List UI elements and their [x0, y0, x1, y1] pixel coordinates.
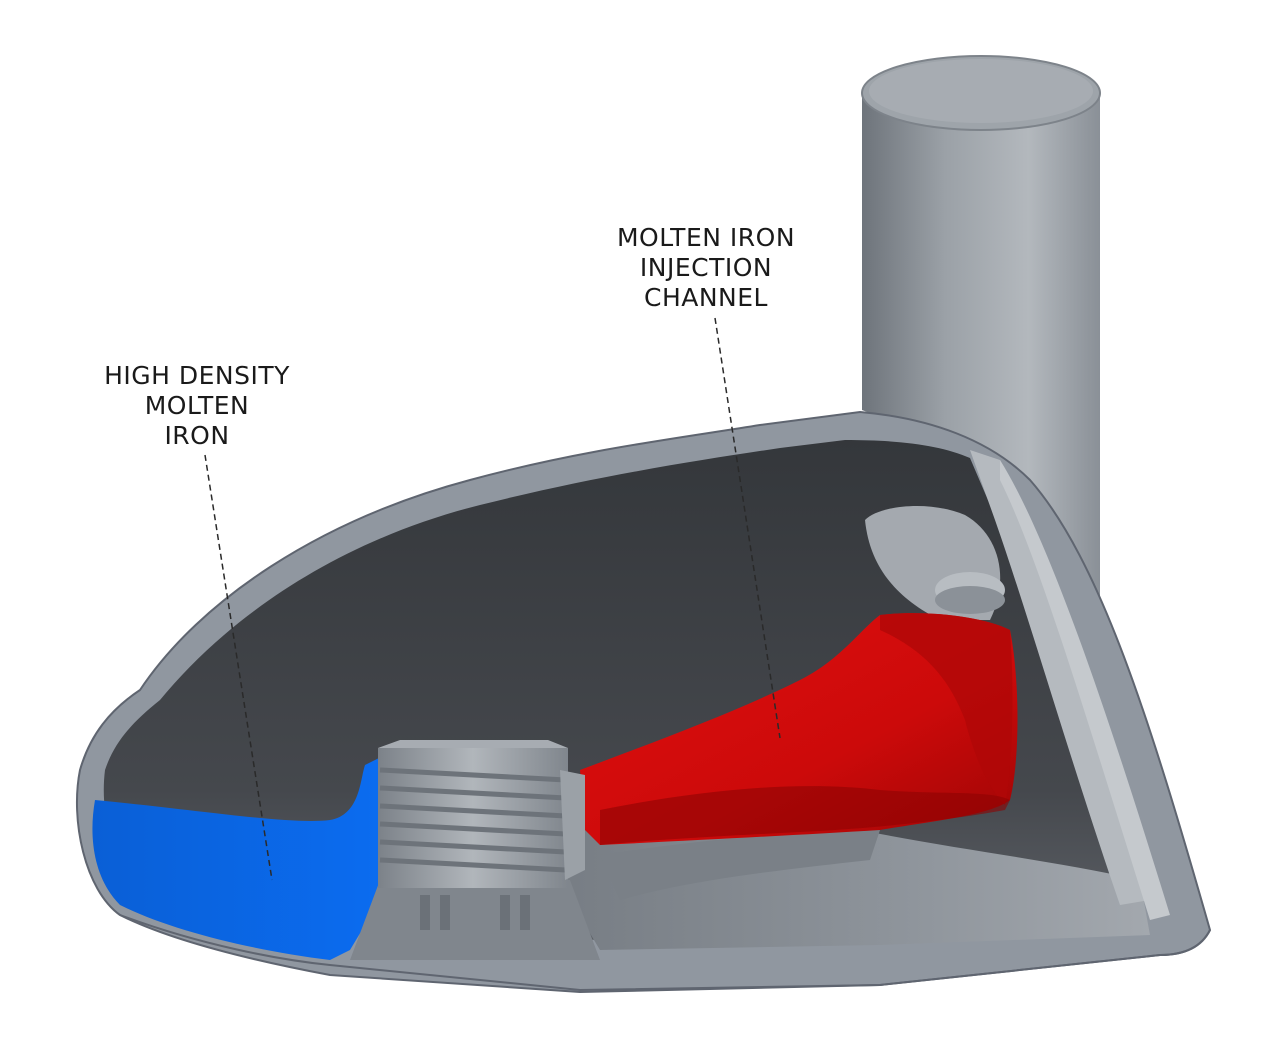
label-injection-channel-line-2: INJECTION: [640, 253, 772, 282]
label-high-density-line-2: MOLTEN: [145, 391, 250, 420]
leader-line-injection-channel: [714, 317, 781, 739]
label-injection-channel: MOLTEN IRON INJECTION CHANNEL: [617, 223, 795, 312]
screw-threads: [379, 767, 567, 873]
label-high-density-line-3: IRON: [164, 421, 229, 450]
high-density-region: [92, 755, 385, 960]
leader-line-high-density: [204, 454, 273, 881]
injection-channel-region: [580, 613, 1018, 845]
label-high-density-line-1: HIGH DENSITY: [104, 361, 290, 390]
label-high-density: HIGH DENSITY MOLTEN IRON: [104, 361, 290, 450]
weight-port-screw: [350, 740, 600, 960]
label-injection-channel-line-3: CHANNEL: [644, 283, 768, 312]
leader-lines: [204, 317, 781, 881]
face-wall: [970, 450, 1170, 920]
sole-edge: [119, 914, 1211, 992]
mounting-boss: [865, 505, 1005, 620]
label-injection-channel-line-1: MOLTEN IRON: [617, 223, 795, 252]
